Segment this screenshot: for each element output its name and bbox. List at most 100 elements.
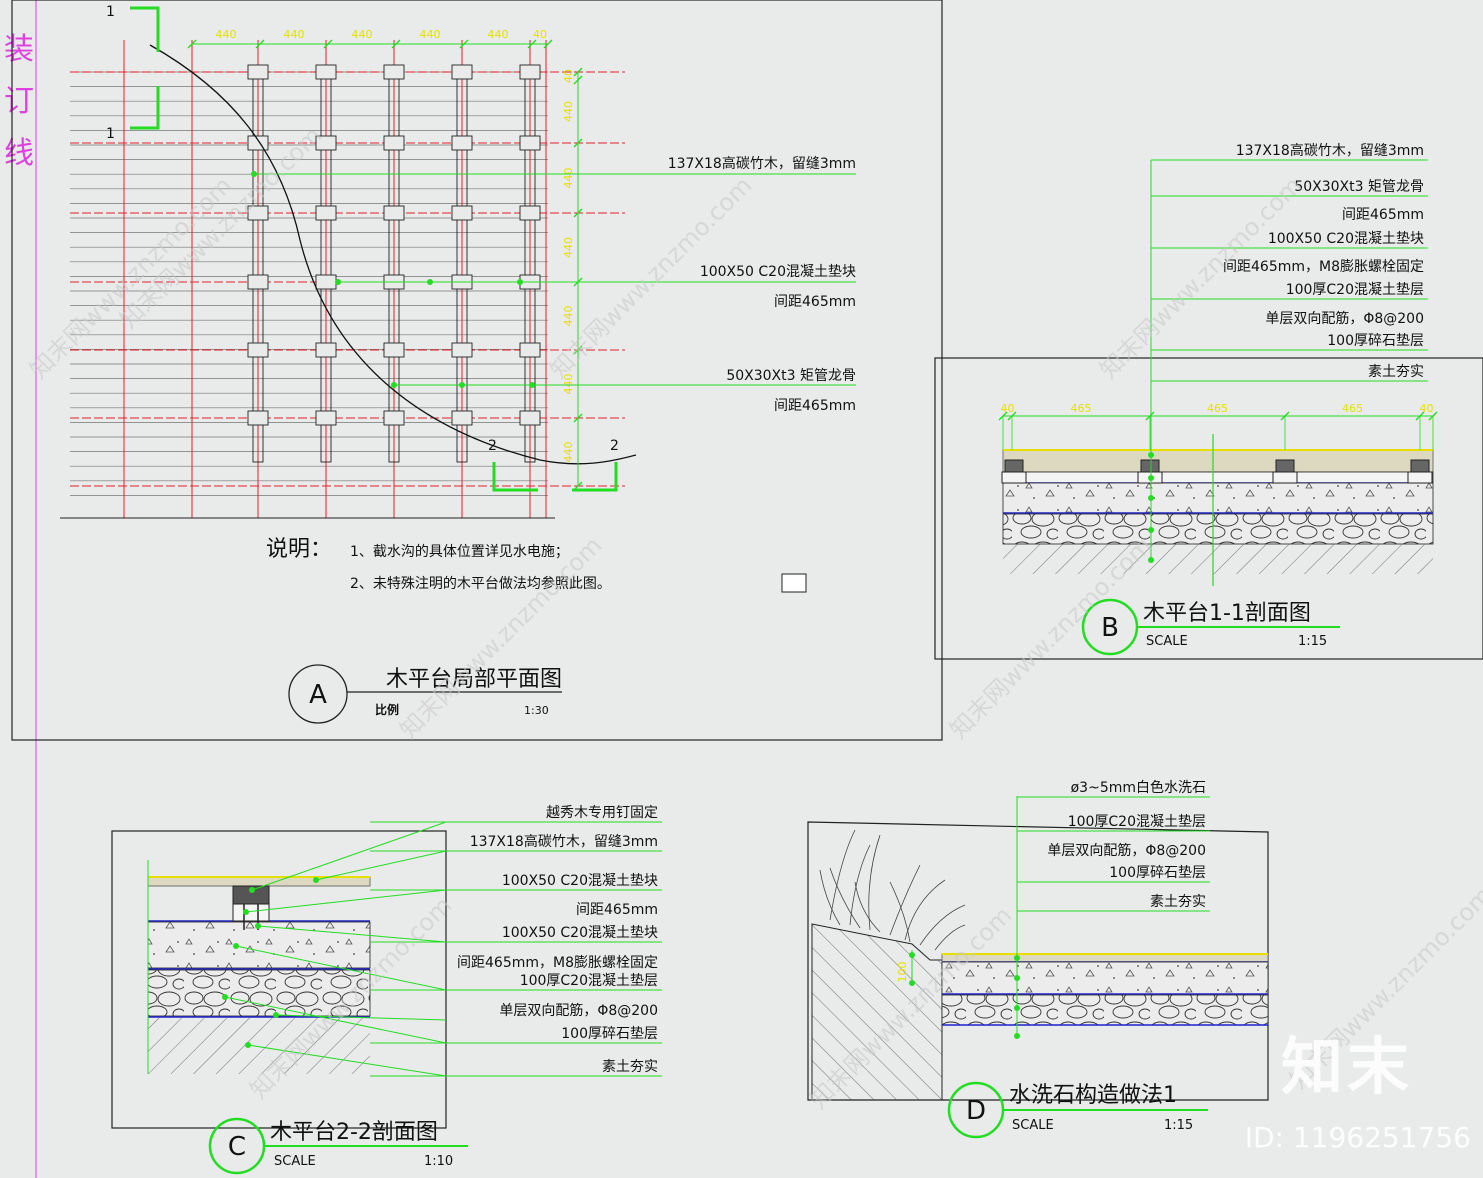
concrete-pad: [383, 135, 405, 151]
concrete-pad: [315, 410, 337, 426]
detail-b-scale-label: SCALE: [1146, 634, 1188, 649]
dim-label-top: 440: [284, 28, 305, 41]
d-callouts: ø3~5mm白色水洗石100厚C20混凝土垫层单层双向配筋，Φ8@200100厚…: [1017, 779, 1210, 912]
b-pad: [1272, 471, 1298, 484]
dim-tick: [573, 345, 583, 355]
c-callout-text: 100厚C20混凝土垫层: [520, 973, 658, 989]
concrete-pad: [247, 135, 269, 151]
b-joist: [1410, 459, 1430, 473]
dim-label-top: 40: [533, 28, 547, 41]
dim-tick: [255, 39, 265, 49]
detail-b-title: 木平台1-1剖面图: [1143, 601, 1311, 626]
c-callout-text: 素土夯实: [602, 1059, 658, 1075]
section-mark-2-left: [492, 462, 538, 492]
leader-line: [275, 1014, 447, 1021]
dim-tick: [573, 75, 583, 85]
dim-tick: [187, 39, 197, 49]
concrete-pad: [519, 342, 541, 358]
b-callout-text: 137X18高碳竹木，留缝3mm: [1236, 142, 1424, 159]
dim-label-top: 440: [352, 28, 373, 41]
concrete-pad: [383, 410, 405, 426]
b-callout-text: 100X50 C20混凝土垫块: [1268, 231, 1424, 247]
concrete-pad: [451, 205, 473, 221]
callout-a3-text: 50X30Xt3 矩管龙骨: [726, 368, 856, 384]
concrete-pad: [315, 135, 337, 151]
dim-label-side: 440: [562, 306, 575, 327]
dim-tick: [543, 39, 553, 49]
concrete-pad: [315, 64, 337, 80]
b-callout-text: 间距465mm，M8膨胀螺栓固定: [1223, 258, 1424, 275]
dim-tick: [573, 208, 583, 218]
concrete-pad: [451, 342, 473, 358]
b-callout-text: 100厚碎石垫层: [1327, 333, 1424, 349]
dim-tick: [573, 138, 583, 148]
concrete-pad: [247, 274, 269, 290]
concrete-pad: [451, 64, 473, 80]
concrete-pad: [451, 135, 473, 151]
c-callout-text: 间距465mm，M8膨胀螺栓固定: [457, 954, 658, 971]
b-callout-text: 间距465mm: [1342, 207, 1424, 223]
binding-line-label: 装订线: [4, 32, 34, 171]
b-callout-text: 单层双向配筋，Φ8@200: [1265, 310, 1424, 327]
dim-label: 40: [1001, 402, 1015, 415]
concrete-pad: [519, 64, 541, 80]
callout-a2-text: 100X50 C20混凝土垫块: [700, 264, 856, 280]
detail-a-title: 木平台局部平面图: [386, 667, 562, 692]
callout-a2: 100X50 C20混凝土垫块 间距465mm: [335, 264, 856, 310]
watermark: 知末网www.znzmo.com: [114, 121, 327, 334]
detail-a-symbol: A: [309, 680, 327, 710]
c-callout-text: 间距465mm: [576, 902, 658, 918]
b-callout-text: 素土夯实: [1368, 364, 1424, 380]
deck-curved-edge: [149, 44, 637, 465]
leader-line: [245, 889, 447, 913]
concrete-pad: [247, 64, 269, 80]
b-callout-text: 50X30Xt3 矩管龙骨: [1294, 179, 1424, 195]
dim-tick: [573, 67, 583, 77]
section-1-label-top: 1: [106, 4, 115, 20]
detail-a-scale-label: 比例: [375, 702, 399, 717]
leader-line: [247, 1044, 447, 1077]
detail-d-symbol: D: [966, 1096, 986, 1126]
leader-line: [315, 850, 447, 881]
dim-label: 465: [1207, 402, 1228, 415]
image-id-text: ID: 1196251756: [1244, 1121, 1471, 1154]
d-callout-text: 100厚C20混凝土垫层: [1068, 814, 1206, 830]
dim-tick: [459, 39, 469, 49]
callout-a2-text2: 间距465mm: [774, 294, 856, 310]
leader-line: [235, 945, 447, 991]
detail-d-section: 100 ø3~5mm白色水洗石100厚C20混凝土垫层单层双向配筋，Φ8@200…: [807, 779, 1269, 1139]
legend-box: [781, 573, 807, 593]
c-callout-text: 100X50 C20混凝土垫块: [502, 925, 658, 941]
dim-tick: [323, 39, 333, 49]
note-1: 1、截水沟的具体位置详见水电施；: [350, 544, 569, 560]
detail-c-symbol: C: [228, 1132, 246, 1162]
d-callout-text: 100厚碎石垫层: [1109, 865, 1206, 881]
leader-line: [257, 925, 447, 943]
concrete-pad: [451, 410, 473, 426]
dim-label-top: 440: [216, 28, 237, 41]
concrete-pad: [519, 135, 541, 151]
dim-label-top: 440: [420, 28, 441, 41]
watermark: 知末网www.znzmo.com: [394, 531, 607, 744]
concrete-pad: [383, 342, 405, 358]
dim-label-side: 440: [562, 101, 575, 122]
leader-line: [224, 996, 447, 1044]
callout-a3-text2: 间距465mm: [774, 398, 856, 414]
dim-label-side: 40: [562, 69, 575, 83]
leader-line: [251, 821, 447, 891]
concrete-pad: [247, 410, 269, 426]
b-joist: [1004, 459, 1024, 473]
dim-tick: [527, 39, 537, 49]
concrete-pad: [247, 342, 269, 358]
detail-a-scale: 1:30: [524, 704, 549, 717]
dim-label-side: 440: [562, 237, 575, 258]
section-1-label-bottom: 1: [106, 126, 115, 142]
section-2-label-left: 2: [488, 438, 497, 454]
plant-sketch: [819, 829, 966, 951]
